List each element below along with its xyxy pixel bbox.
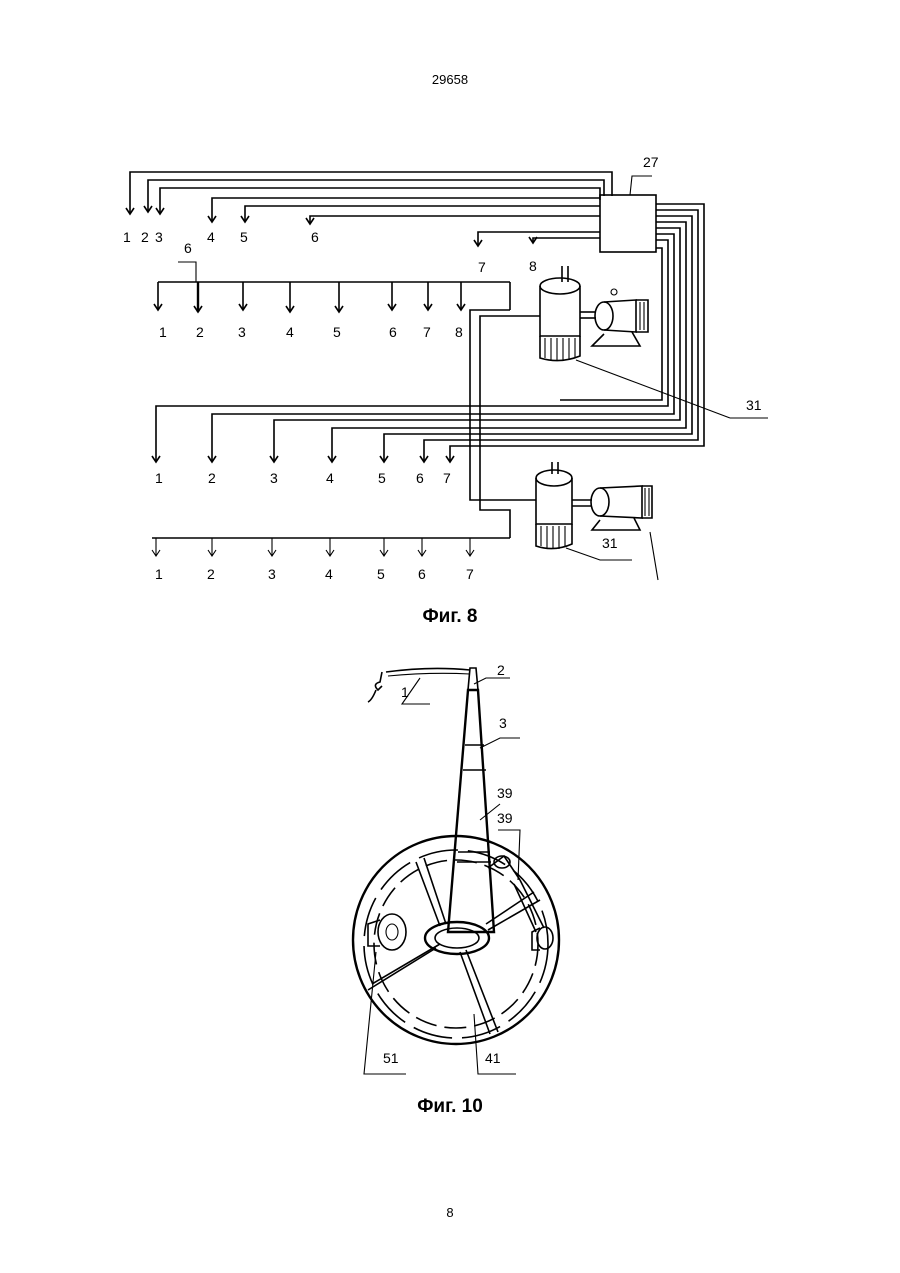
row2-label-5: 5 — [333, 324, 341, 340]
lower-pump — [536, 462, 658, 580]
figure-10-drawing — [353, 668, 559, 1074]
row1-label-6: 6 — [311, 229, 319, 245]
figure-10-caption: Фиг. 10 — [0, 1096, 900, 1118]
row2-label-2: 2 — [196, 324, 204, 340]
upper-pump-label: 31 — [746, 397, 762, 413]
row4-label-4: 4 — [325, 566, 333, 582]
row4-label-2: 2 — [207, 566, 215, 582]
row2-manifold — [154, 262, 540, 538]
row1-label-1: 1 — [123, 229, 131, 245]
row3-arrows — [152, 456, 454, 462]
top-pipe-bundle — [130, 172, 612, 246]
figure-8-caption: Фиг. 8 — [0, 606, 900, 628]
row1-label-4: 4 — [207, 229, 215, 245]
row4-label-3: 3 — [268, 566, 276, 582]
row3-label-7: 7 — [443, 470, 451, 486]
row2-label-8: 8 — [455, 324, 463, 340]
row4-label-1: 1 — [155, 566, 163, 582]
row2-label-3: 3 — [238, 324, 246, 340]
fig10-label-2: 2 — [497, 662, 505, 678]
fig10-label-39b: 39 — [497, 810, 513, 826]
row4-label-6: 6 — [418, 566, 426, 582]
row3-label-3: 3 — [270, 470, 278, 486]
row4-label-7: 7 — [466, 566, 474, 582]
box-27-leader — [630, 176, 652, 195]
row2-label-7: 7 — [423, 324, 431, 340]
fig10-label-1: 1 — [401, 684, 409, 700]
row4-label-5: 5 — [377, 566, 385, 582]
row1-label-3: 3 — [155, 229, 163, 245]
control-box-27 — [600, 195, 656, 252]
row1-label-5: 5 — [240, 229, 248, 245]
row1-label-7: 7 — [478, 259, 486, 275]
fig10-label-51: 51 — [383, 1050, 399, 1066]
row2-label-6: 6 — [389, 324, 397, 340]
fig10-label-41: 41 — [485, 1050, 501, 1066]
row3-label-5: 5 — [378, 470, 386, 486]
upper-pump — [540, 266, 768, 418]
box-27-label: 27 — [643, 154, 659, 170]
row2-label-4: 4 — [286, 324, 294, 340]
row1-label-8: 8 — [529, 258, 537, 274]
page-number: 8 — [0, 1205, 900, 1220]
row3-label-4: 4 — [326, 470, 334, 486]
line-label-6: 6 — [184, 240, 192, 256]
row4-manifold — [152, 538, 510, 556]
row3-label-1: 1 — [155, 470, 163, 486]
lower-pump-label: 31 — [602, 535, 618, 551]
fig10-label-3: 3 — [499, 715, 507, 731]
row1-label-2: 2 — [141, 229, 149, 245]
row3-label-6: 6 — [416, 470, 424, 486]
row3-label-2: 2 — [208, 470, 216, 486]
row2-label-1: 1 — [159, 324, 167, 340]
fig10-label-39a: 39 — [497, 785, 513, 801]
